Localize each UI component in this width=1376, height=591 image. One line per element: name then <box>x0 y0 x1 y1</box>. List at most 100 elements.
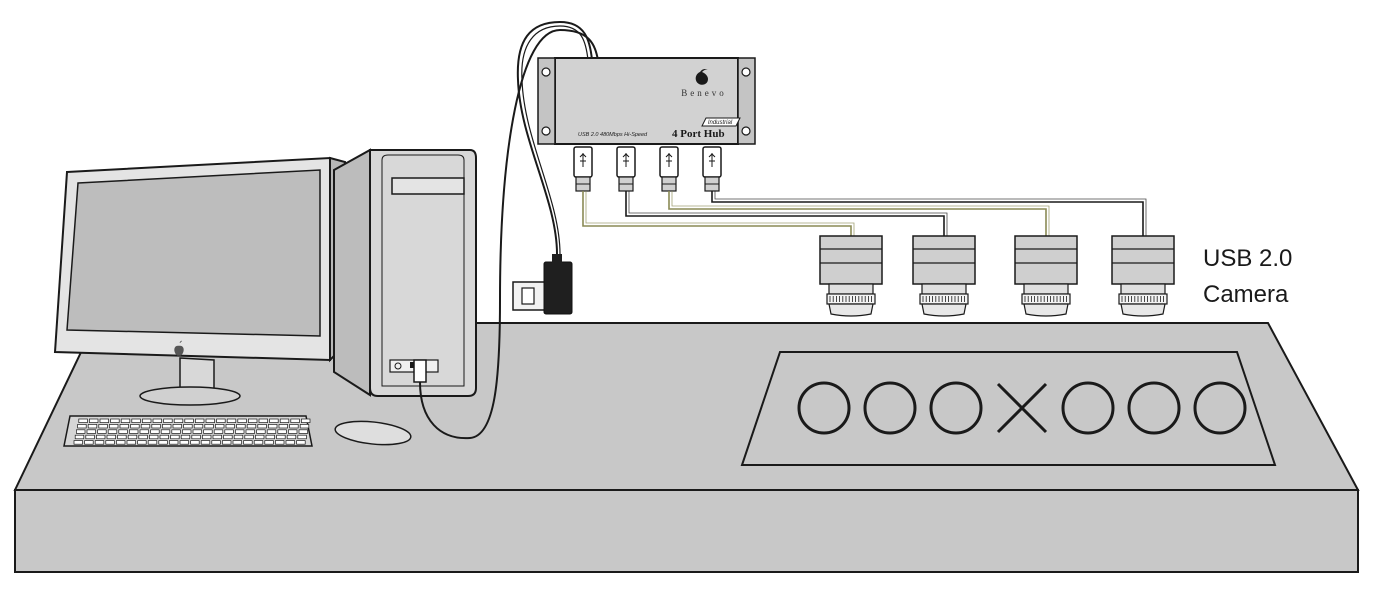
keyboard-key <box>149 434 159 440</box>
lens-front <box>1120 303 1166 317</box>
computer-monitor <box>53 156 346 406</box>
usb-camera <box>1014 235 1078 317</box>
mouse-body <box>334 420 412 446</box>
lens-front <box>828 303 874 317</box>
tower-usb-cable <box>419 28 599 440</box>
keyboard-key <box>268 424 278 429</box>
product-circle-mark <box>1061 381 1115 435</box>
hub-power-cable-inner <box>521 25 589 255</box>
keyboard-key <box>171 429 181 434</box>
usb-symbol-icon <box>708 153 716 167</box>
hub-model-label: 4 Port Hub <box>672 128 725 140</box>
keyboard-key <box>130 424 140 429</box>
hub-brand: Benevo <box>681 88 727 98</box>
keyboard-key <box>276 434 286 440</box>
keyboard-key <box>169 440 179 445</box>
tower-front <box>369 149 477 397</box>
keyboard-key <box>183 424 193 429</box>
keyboard-key <box>213 429 224 434</box>
keyboard-key <box>203 429 213 434</box>
keyboard-key <box>86 429 96 434</box>
lens-focus-ring <box>919 293 969 305</box>
lens-mount <box>1023 283 1069 295</box>
tower-front-inner <box>381 154 465 387</box>
computer-tower <box>333 148 477 397</box>
keyboard-key <box>160 429 171 434</box>
apple-logo-icon <box>174 340 184 356</box>
keyboard-key <box>257 424 267 429</box>
keyboard-key <box>106 434 116 440</box>
keyboard-key <box>225 424 235 429</box>
keyboard-key <box>192 429 202 434</box>
keyboard-key <box>129 429 139 434</box>
keyboard-key <box>109 424 119 429</box>
keyboard-key <box>211 440 221 445</box>
keyboard-key <box>224 429 234 434</box>
keyboard-key <box>172 424 182 429</box>
keyboard-key <box>117 434 127 440</box>
usb-plug <box>659 146 679 192</box>
keyboard-key <box>77 424 87 429</box>
keyboard-key <box>269 418 279 423</box>
keyboard-key <box>127 434 138 440</box>
keyboard-key <box>253 440 264 445</box>
keyboard-key <box>184 418 194 423</box>
product-circle-mark <box>863 381 917 435</box>
product-circle-mark <box>929 381 983 435</box>
keyboard-key <box>170 434 180 440</box>
keyboard-key <box>299 424 310 429</box>
keyboard-key <box>116 440 126 445</box>
hub-badge: Industrial <box>708 120 733 126</box>
keyboard-key <box>162 424 172 429</box>
keyboard-key <box>74 434 85 440</box>
keyboard-key <box>158 440 168 445</box>
keyboard-key <box>204 424 214 429</box>
keyboard-key <box>243 440 253 445</box>
keyboard-key <box>277 429 287 434</box>
keyboard-key <box>256 429 266 434</box>
keyboard-key <box>87 424 98 429</box>
defect-cross-mark <box>996 382 1048 434</box>
lens-focus-ring <box>1021 293 1071 305</box>
keyboard-key <box>258 418 268 423</box>
camera-label-line1: USB 2.0 <box>1203 245 1292 272</box>
keyboard-key <box>215 424 225 429</box>
keyboard-key <box>205 418 215 423</box>
keyboard-key <box>237 418 247 423</box>
monitor-screen <box>66 169 321 337</box>
keyboard-key <box>89 418 99 423</box>
keyboard-key <box>255 434 265 440</box>
keyboard-key <box>212 434 222 440</box>
outlet-socket <box>521 287 535 305</box>
keyboard-key <box>142 418 152 423</box>
camera-usb-cable-edge <box>628 191 948 236</box>
lens-focus-ring <box>826 293 876 305</box>
keyboard-key <box>190 440 200 445</box>
keyboard-key <box>244 434 254 440</box>
screw-icon <box>741 67 751 77</box>
keyboard-key <box>202 434 212 440</box>
keyboard-key <box>279 418 290 423</box>
hub-badge-frame <box>701 117 741 127</box>
keyboard-key <box>159 434 169 440</box>
keyboard-keys <box>73 418 311 445</box>
camera-body <box>819 235 883 285</box>
keyboard-key <box>85 434 95 440</box>
camera-usb-cable-edge <box>671 191 1050 236</box>
keyboard-key <box>301 418 311 423</box>
usb-symbol-icon <box>579 153 587 167</box>
usb-camera <box>819 235 883 317</box>
product-circle-mark <box>1193 381 1247 435</box>
cameras <box>819 235 1175 317</box>
keyboard-key <box>180 434 191 440</box>
usb-camera <box>912 235 976 317</box>
keyboard-key <box>290 418 300 423</box>
camera-body <box>1014 235 1078 285</box>
keyboard-key <box>245 429 255 434</box>
usb-symbol-icon <box>665 153 673 167</box>
conveyor-belt <box>740 351 1277 466</box>
lens-ring <box>1021 293 1071 305</box>
keyboard-key <box>179 440 189 445</box>
conveyor-inspection-area <box>740 351 1277 466</box>
hub-mount-right <box>737 57 756 145</box>
